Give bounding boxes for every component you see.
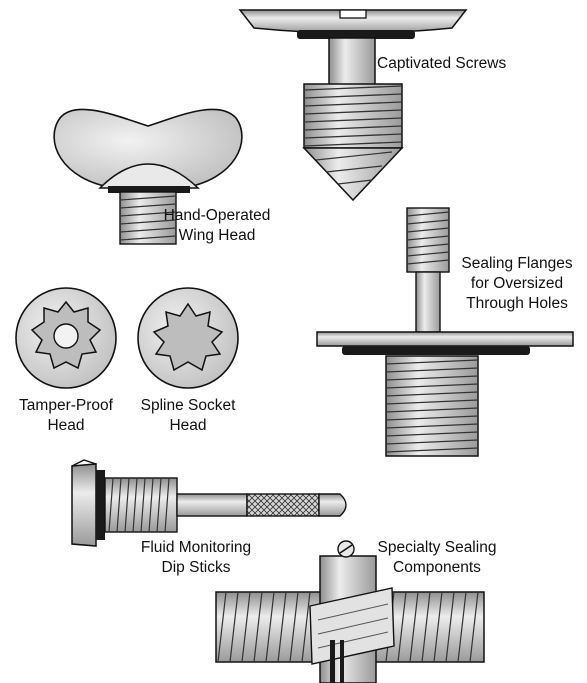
label-fluid-monitoring-2: Dip Sticks <box>162 559 231 576</box>
label-sealing-flange-3: Through Holes <box>466 295 568 312</box>
wing-head-screw <box>53 108 243 245</box>
label-tamper-proof-2: Head <box>47 417 84 434</box>
tamper-proof-head <box>15 287 117 389</box>
flange-upper-threads <box>406 207 450 273</box>
label-wing-head-2: Wing Head <box>179 227 256 244</box>
label-sealing-flange-1: Sealing Flanges <box>461 255 572 272</box>
label-specialty-sealing-1: Specialty Sealing <box>378 539 497 556</box>
label-sealing-flange-2: for Oversized <box>471 275 563 292</box>
flange-lower-threads <box>385 355 479 457</box>
captivated-screw <box>238 9 468 202</box>
captivated-screw-threads <box>303 83 403 149</box>
label-specialty-sealing-2: Components <box>393 559 481 576</box>
dip-stick-threads <box>104 477 178 533</box>
label-wing-head-1: Hand-Operated <box>164 207 271 224</box>
label-tamper-proof-1: Tamper-Proof <box>19 397 114 414</box>
label-captivated-screws: Captivated Screws <box>377 55 506 72</box>
dip-stick <box>71 459 347 547</box>
label-spline-socket-1: Spline Socket <box>141 397 236 414</box>
label-spline-socket-2: Head <box>169 417 206 434</box>
specialty-sealing-component <box>215 540 485 683</box>
sealing-flange-screw <box>316 207 574 457</box>
spline-socket-head <box>137 287 239 389</box>
wing-head-threads <box>119 191 177 245</box>
label-fluid-monitoring-1: Fluid Monitoring <box>141 539 251 556</box>
